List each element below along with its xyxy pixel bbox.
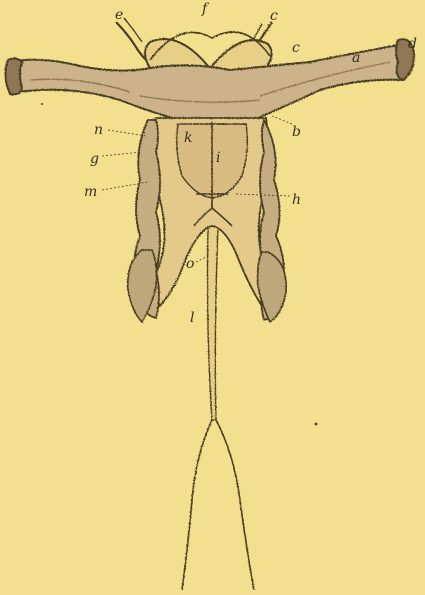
label-d: d — [408, 36, 417, 52]
label-a: a — [352, 50, 360, 66]
label-b: b — [292, 124, 301, 140]
label-o: o — [186, 256, 194, 272]
label-h: h — [292, 192, 301, 208]
label-k: k — [184, 130, 192, 146]
label-e: e — [115, 7, 123, 23]
label-c-upper: c — [270, 8, 278, 24]
left-end-knob — [5, 58, 22, 94]
label-c-lower: c — [292, 40, 300, 56]
label-g: g — [90, 151, 99, 167]
label-n: n — [94, 122, 103, 138]
label-m: m — [84, 184, 97, 200]
label-l: l — [190, 310, 194, 326]
label-i: i — [216, 150, 220, 166]
paper-speck — [315, 423, 318, 426]
paper-speck — [41, 103, 43, 105]
